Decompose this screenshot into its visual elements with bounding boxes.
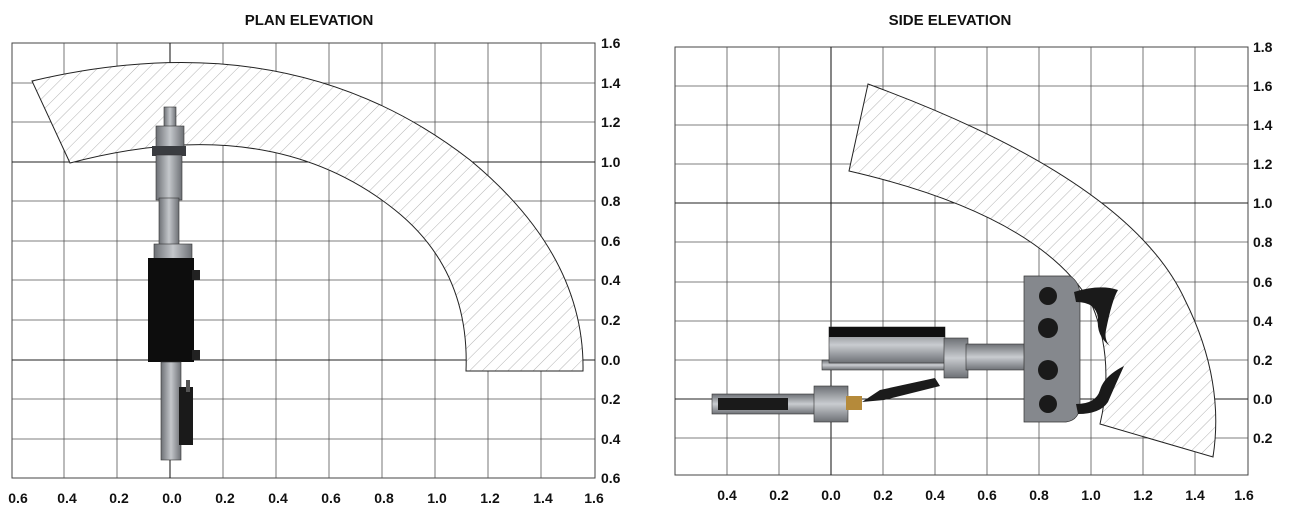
side-y-tick: 1.8 [1253,39,1273,55]
plan-x-tick: 0.4 [268,490,288,506]
plan-y-tick: 1.0 [601,154,621,170]
gripper-jaw-upper [1074,287,1118,346]
side-elevation-panel: SIDE ELEVATION [674,12,1273,503]
plan-y-tick: 0.2 [601,312,621,328]
plan-x-tick: 1.4 [533,490,553,506]
side-x-tick: 0.2 [769,487,789,503]
side-y-tick: 1.2 [1253,156,1273,172]
plan-manipulator-image [148,106,200,461]
plan-x-tick: 0.0 [162,490,182,506]
plan-y-tick: 1.4 [601,75,621,91]
side-x-tick: 1.0 [1081,487,1101,503]
plan-x-tick: 0.2 [109,490,129,506]
plan-y-tick: 0.6 [601,233,621,249]
plan-y-tick: 0.6 [601,470,621,486]
side-x-tick: 0.4 [925,487,945,503]
side-y-tick: 0.2 [1253,430,1273,446]
plan-y-tick: 0.0 [601,352,621,368]
plan-x-tick: 0.4 [57,490,77,506]
side-y-tick: 0.8 [1253,234,1273,250]
plan-y-axis: 1.6 1.4 1.2 1.0 0.8 0.6 0.4 0.2 0.0 0.2 … [601,35,621,486]
side-x-tick: 0.0 [821,487,841,503]
plan-y-tick: 0.2 [601,391,621,407]
plan-y-tick: 1.6 [601,35,621,51]
plan-x-tick: 0.6 [321,490,341,506]
side-title: SIDE ELEVATION [889,12,1012,29]
plan-y-tick: 0.4 [601,272,621,288]
side-y-tick: 0.0 [1253,391,1273,407]
side-x-tick: 1.2 [1133,487,1153,503]
side-manipulator-image [711,275,1124,423]
side-x-tick: 0.6 [977,487,997,503]
side-y-tick: 0.2 [1253,352,1273,368]
side-y-tick: 0.6 [1253,274,1273,290]
plan-y-tick: 1.2 [601,114,621,130]
plan-x-tick: 1.2 [480,490,500,506]
side-y-tick: 0.4 [1253,313,1273,329]
side-y-tick: 1.6 [1253,78,1273,94]
plan-x-tick: 0.2 [215,490,235,506]
gripper-jaw-lower [1076,366,1124,414]
side-x-tick: 1.6 [1234,487,1254,503]
plan-y-tick: 0.8 [601,193,621,209]
plan-title: PLAN ELEVATION [245,12,374,29]
side-y-axis: 1.8 1.6 1.4 1.2 1.0 0.8 0.6 0.4 0.2 0.0 … [1253,39,1273,446]
side-x-tick: 0.2 [873,487,893,503]
plan-x-axis: 0.6 0.4 0.2 0.0 0.2 0.4 0.6 0.8 1.0 1.2 … [8,490,604,506]
plan-x-tick: 1.6 [584,490,604,506]
plan-x-tick: 0.8 [374,490,394,506]
plan-y-tick: 0.4 [601,431,621,447]
plan-x-tick: 1.0 [427,490,447,506]
side-x-tick: 1.4 [1185,487,1205,503]
side-x-tick: 0.4 [717,487,737,503]
side-x-tick: 0.8 [1029,487,1049,503]
side-y-tick: 1.0 [1253,195,1273,211]
side-reach-envelope [848,83,1217,458]
side-x-axis: 0.4 0.2 0.0 0.2 0.4 0.6 0.8 1.0 1.2 1.4 … [717,487,1254,503]
plan-x-tick: 0.6 [8,490,28,506]
plan-elevation-panel: PLAN ELEVATION [8,12,620,506]
side-y-tick: 1.4 [1253,117,1273,133]
plan-reach-envelope [31,62,584,372]
